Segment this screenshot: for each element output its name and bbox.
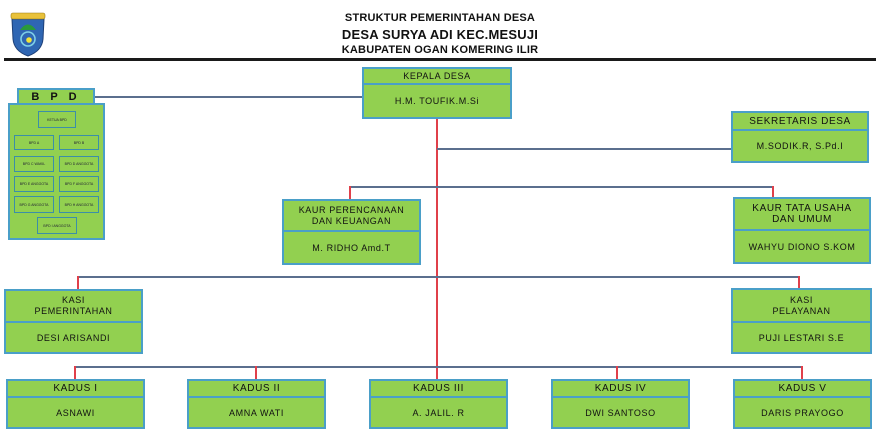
kadus-1-name: ASNAWI [56,407,95,418]
kepala-desa-box: KEPALA DESA H.M. TOUFIK.M.Si [362,67,512,119]
kadus-3-box: KADUS III A. JALIL. R [369,379,508,429]
kadus-4-position: KADUS IV [553,381,688,398]
kadus-2-position: KADUS II [189,381,324,398]
kaur-perencanaan-position: KAUR PERENCANAAN DAN KEUANGAN [284,201,419,232]
bpd-member: BPD F ANGGOTA [59,176,99,192]
sekretaris-desa-name: M.SODIK.R, S.Pd.I [756,141,844,151]
kadus-3-position: KADUS III [371,381,506,398]
village-name: DESA SURYA ADI KEC.MESUJI [341,27,539,42]
bpd-member: BPD C WAKIL [14,156,54,172]
bpd-member: BPD B [59,135,99,150]
kadus-1-position: KADUS I [8,381,143,398]
kadus-4-box: KADUS IV DWI SANTOSO [551,379,690,429]
kadus-2-box: KADUS II AMNA WATI [187,379,326,429]
bpd-member: BPD A [14,135,54,150]
kadus-5-name: DARIS PRAYOGO [761,407,844,418]
connector-kaur-tata-usaha [772,186,774,198]
kaur-tata-usaha-box: KAUR TATA USAHA DAN UMUM WAHYU DIONO S.K… [733,197,871,264]
kaur-tata-usaha-position: KAUR TATA USAHA DAN UMUM [735,199,869,231]
kasi-pemerintahan-name: DESI ARISANDI [36,332,111,343]
bpd-member: BPD H ANGGOTA [59,196,99,213]
connector-bpd-kepala [95,96,363,98]
connector-sekretaris [437,148,731,150]
kaur-perencanaan-name: M. RIDHO Amd.T [312,242,391,253]
header-divider [4,58,876,61]
connector-kasi-row [77,276,799,278]
kadus-5-position: KADUS V [735,381,870,398]
sekretaris-desa-position: SEKRETARIS DESA [733,113,867,131]
kasi-pemerintahan-position: KASI PEMERINTAHAN [6,291,141,323]
kasi-pemerintahan-box: KASI PEMERINTAHAN DESI ARISANDI [4,289,143,354]
kadus-5-box: KADUS V DARIS PRAYOGO [733,379,872,429]
connector-main-trunk [436,118,438,380]
bpd-member: KETUA BPD [38,111,76,128]
connector-kaur-perencanaan [349,186,351,200]
kepala-desa-name: H.M. TOUFIK.M.Si [394,96,480,106]
connector-kadus-1 [74,366,76,380]
kasi-pelayanan-name: PUJI LESTARI S.E [758,332,845,343]
connector-kadus-row [74,366,802,368]
kadus-4-name: DWI SANTOSO [585,407,656,418]
kadus-2-name: AMNA WATI [229,407,284,418]
connector-kaur-row [349,186,773,188]
connector-kadus-5 [801,366,803,380]
kaur-tata-usaha-name: WAHYU DIONO S.KOM [748,241,856,252]
kasi-pelayanan-position: KASI PELAYANAN [733,290,870,323]
kepala-desa-position: KEPALA DESA [364,69,510,85]
kadus-1-box: KADUS I ASNAWI [6,379,145,429]
connector-kasi-pemerintahan [77,276,79,289]
kadus-3-name: A. JALIL. R [412,407,465,418]
connector-kadus-2 [255,366,257,380]
kaur-perencanaan-box: KAUR PERENCANAAN DAN KEUANGAN M. RIDHO A… [282,199,421,265]
chart-title: STRUKTUR PEMERINTAHAN DESA [344,12,536,24]
regency-emblem-icon [10,12,46,57]
bpd-member: BPD D ANGGOTA [59,156,99,172]
kasi-pelayanan-box: KASI PELAYANAN PUJI LESTARI S.E [731,288,872,354]
regency-name: KABUPATEN OGAN KOMERING ILIR [341,44,539,56]
bpd-member: BPD I ANGGOTA [37,217,77,234]
bpd-panel: KETUA BPD BPD A BPD B BPD C WAKIL BPD D … [8,103,105,240]
sekretaris-desa-box: SEKRETARIS DESA M.SODIK.R, S.Pd.I [731,111,869,163]
bpd-member: BPD G ANGGOTA [14,196,54,213]
bpd-member: BPD E ANGGOTA [14,176,54,192]
connector-kasi-pelayanan [798,276,800,289]
connector-kadus-4 [616,366,618,380]
